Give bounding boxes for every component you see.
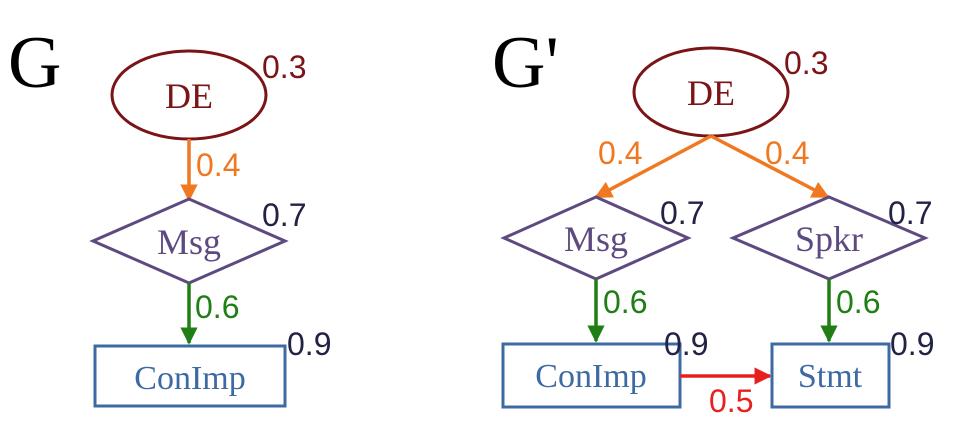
node-msg: Msg 0.7 [89, 197, 306, 285]
node-msg: Msg 0.7 [500, 195, 704, 281]
msg-weight: 0.7 [660, 195, 704, 231]
graph-g-prime-title: G' [492, 22, 559, 104]
spkr-weight: 0.7 [888, 195, 932, 231]
conimp-box [501, 342, 682, 409]
graph-g-title: G [8, 22, 61, 104]
de-weight: 0.3 [262, 49, 306, 85]
node-de: DE 0.3 [110, 49, 306, 141]
graph-g-prime: G' DE 0.3 0.4 0.4 Msg 0.7 Spkr 0.7 0.6 [492, 22, 934, 419]
edge-de-msg-weight: 0.4 [598, 135, 642, 171]
edge-de-spkr [710, 134, 830, 199]
node-spkr: Spkr 0.7 [729, 195, 932, 281]
msg-weight: 0.7 [262, 197, 306, 233]
stmt-weight: 0.9 [890, 326, 934, 362]
edge-de-msg [594, 134, 712, 199]
de-label: DE [687, 73, 735, 113]
conimp-label: ConImp [535, 358, 646, 395]
conimp-weight: 0.9 [664, 326, 708, 362]
graph-g: G DE 0.3 0.4 Msg 0.7 0.6 ConImp 0.9 [8, 22, 331, 408]
edge-de-msg-weight: 0.4 [196, 147, 240, 183]
node-de: DE 0.3 [632, 45, 828, 138]
edge-msg-conimp-weight: 0.6 [603, 284, 647, 320]
conimp-weight: 0.9 [287, 326, 331, 362]
node-conimp: ConImp 0.9 [501, 326, 708, 409]
node-conimp: ConImp 0.9 [93, 326, 331, 408]
stmt-box [770, 342, 891, 409]
edge-msg-conimp-weight: 0.6 [195, 289, 239, 325]
edge-spkr-stmt-weight: 0.6 [836, 284, 880, 320]
conimp-label: ConImp [134, 360, 245, 397]
msg-label: Msg [564, 219, 628, 259]
de-weight: 0.3 [784, 45, 828, 81]
de-label: DE [165, 76, 213, 116]
node-stmt: Stmt 0.9 [770, 326, 934, 409]
spkr-label: Spkr [795, 219, 863, 259]
edge-de-spkr-weight: 0.4 [765, 135, 809, 171]
stmt-label: Stmt [798, 358, 863, 395]
edge-conimp-stmt-weight: 0.5 [709, 383, 753, 419]
conimp-box [93, 344, 287, 408]
msg-label: Msg [157, 222, 221, 262]
